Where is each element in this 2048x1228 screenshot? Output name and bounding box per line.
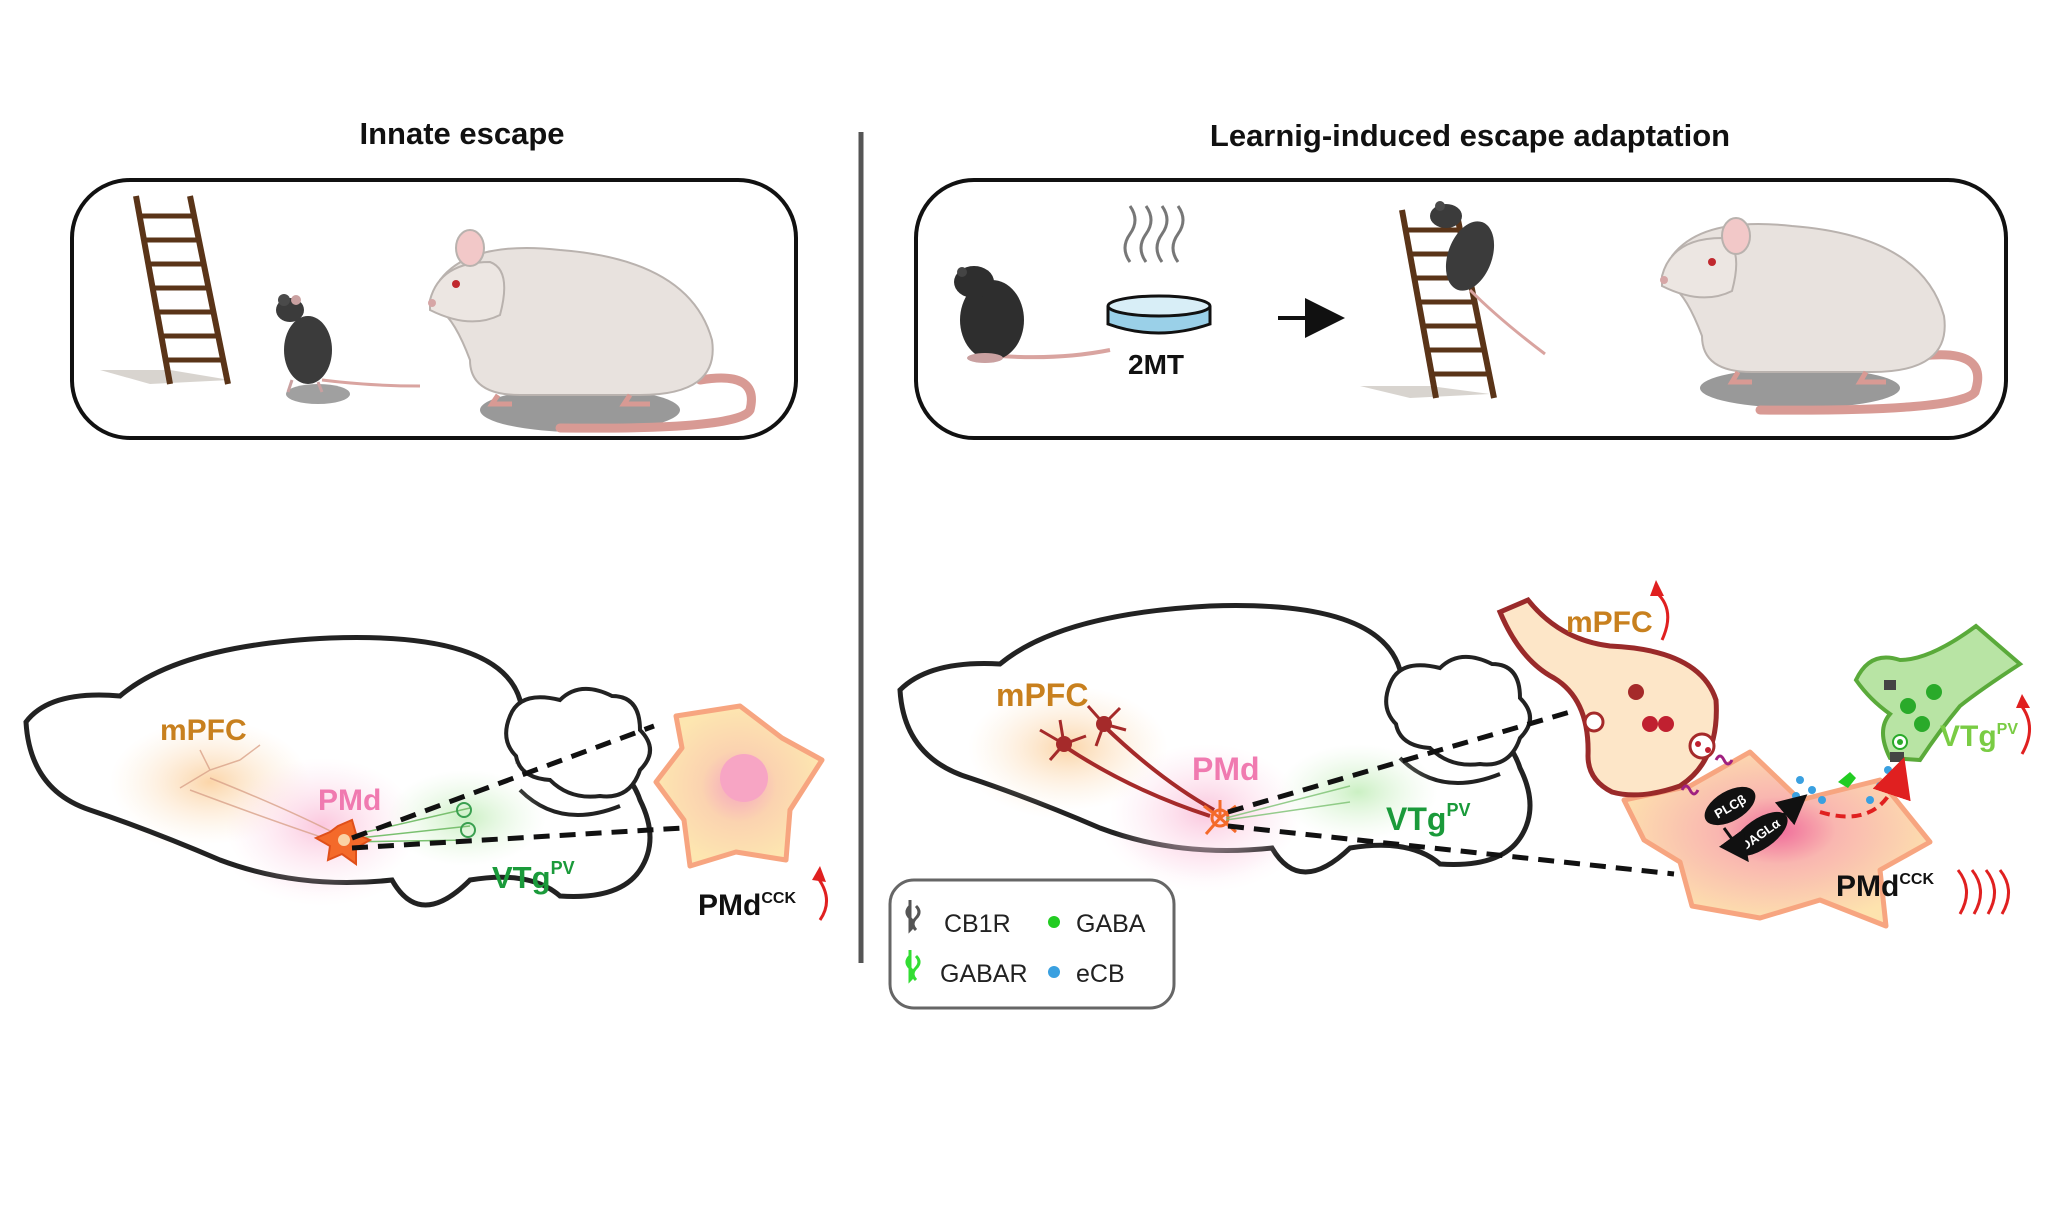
gabar-receptor-icon <box>1838 772 1856 788</box>
right-brain: mPFC PMd VTgPV <box>897 603 1675 892</box>
rat-icon <box>1660 217 1983 415</box>
legend: CB1R GABA GABAR eCB <box>888 878 1176 1010</box>
left-pmd-label: PMd <box>318 784 381 817</box>
vtg-terminal-label: VTgPV <box>1940 720 2018 753</box>
right-panel-title: Learnig-induced escape adaptation <box>1210 118 1730 153</box>
left-behavior-box <box>70 178 798 440</box>
right-pmd-label: PMd <box>1192 751 1260 787</box>
ladder-icon <box>100 195 231 385</box>
right-pmd-cell-label: PMdCCK <box>1836 870 1934 903</box>
mouse-climbing-icon <box>1430 201 1546 356</box>
gabar-legend-icon <box>905 950 921 984</box>
mpfc-terminal <box>1496 596 1719 798</box>
mpfc-terminal-label: mPFC <box>1566 606 1653 639</box>
left-vtg-label: VTgPV <box>492 858 575 895</box>
ladder-icon <box>1360 209 1497 399</box>
stimulus-label: 2MT <box>1128 349 1184 380</box>
legend-gabar-label: GABAR <box>940 960 1028 988</box>
cb1r-legend-icon <box>905 900 921 934</box>
activity-arrows-icon <box>1956 869 2010 915</box>
left-mpfc-label: mPFC <box>160 714 247 747</box>
left-pmd-cck-cell: PMdCCK <box>653 703 828 922</box>
cb1r-receptor-icon <box>1890 752 1904 762</box>
legend-cb1r-label: CB1R <box>944 910 1011 938</box>
ecb-legend-icon <box>1048 966 1060 978</box>
synapse-detail: PLCβ DAGLα mPFC VTgPV PMdCCK <box>1496 580 2031 929</box>
left-pmd-cell-label: PMdCCK <box>698 889 796 922</box>
gaba-legend-icon <box>1048 916 1060 928</box>
cb1r-receptor-icon <box>1884 680 1896 690</box>
activity-arrow-icon <box>2018 703 2031 755</box>
right-mpfc-label: mPFC <box>996 677 1088 713</box>
legend-ecb-label: eCB <box>1076 960 1125 988</box>
mouse-sitting-icon <box>954 266 1111 363</box>
legend-gaba-label: GABA <box>1076 910 1146 938</box>
mouse-icon <box>276 294 421 404</box>
odor-dish-icon <box>1106 205 1212 335</box>
rat-icon <box>428 229 756 433</box>
left-brain: mPFC PMd VTgPV <box>23 635 717 908</box>
right-behavior-box: 2MT <box>914 178 2008 440</box>
activity-arrow-icon <box>1654 590 1670 641</box>
right-vtg-label: VTgPV <box>1386 800 1470 837</box>
activity-arrow-icon <box>816 877 828 921</box>
left-panel-title: Innate escape <box>359 116 564 151</box>
